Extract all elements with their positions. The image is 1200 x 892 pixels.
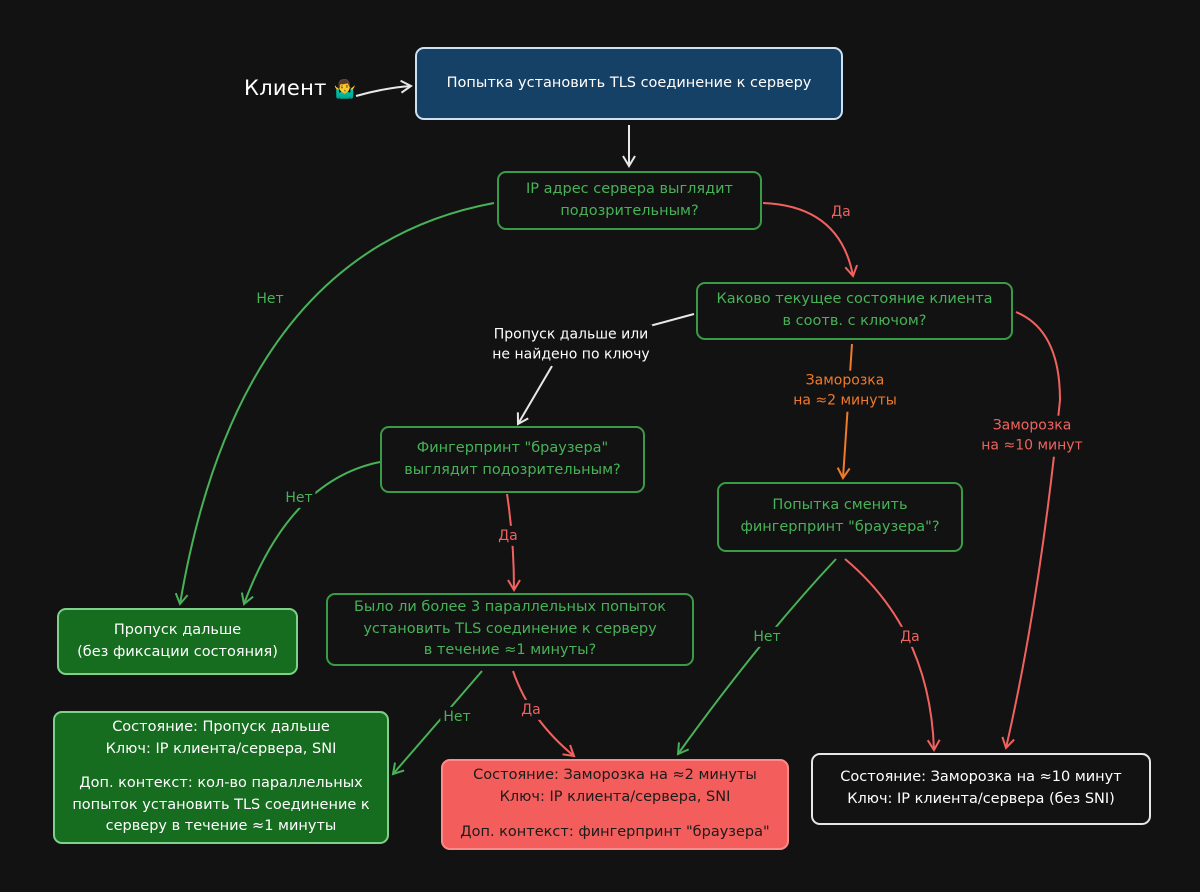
arrow-state-freeze-10 <box>1001 311 1062 750</box>
state-freeze-10-node: Состояние: Заморозка на ≈10 минут Ключ: … <box>811 753 1151 825</box>
state-freeze-2-node: Состояние: Заморозка на ≈2 минуты Ключ: … <box>441 759 789 850</box>
label-ip-no: Нет <box>253 288 287 310</box>
client-text: Клиент <box>244 76 327 100</box>
label-fp-no: Нет <box>282 487 316 509</box>
arrow-ip-no <box>174 202 495 606</box>
label-freeze-10: Заморозка на ≈10 минут <box>978 415 1086 457</box>
label-freeze-2: Заморозка на ≈2 минуты <box>790 370 900 412</box>
arrow-parallel-no <box>391 670 483 776</box>
shrug-icon: 🤷‍♂️ <box>333 79 357 100</box>
arrow-fingerprint-no <box>240 461 381 606</box>
arrow-client-to-start <box>355 79 413 97</box>
start-node: Попытка установить TLS соединение к серв… <box>415 47 843 120</box>
label-pass-or-not-found: Пропуск дальше или не найдено по ключу <box>489 324 653 366</box>
parallel-check-node: Было ли более 3 параллельных попыток уст… <box>326 593 694 666</box>
label-change-no: Нет <box>750 626 784 648</box>
arrow-change-no <box>676 558 837 756</box>
client-state-node: Каково текущее состояние клиента в соотв… <box>696 282 1013 340</box>
fingerprint-change-node: Попытка сменить фингерпринт "браузера"? <box>717 482 963 552</box>
label-parallel-no: Нет <box>440 706 474 728</box>
fingerprint-check-node: Фингерпринт "браузера" выглядит подозрит… <box>380 426 645 493</box>
client-label: Клиент 🤷‍♂️ <box>244 76 356 100</box>
state-pass-node: Состояние: Пропуск дальше Ключ: IP клиен… <box>53 711 389 844</box>
pass-no-state-node: Пропуск дальше (без фиксации состояния) <box>57 608 298 675</box>
arrow-ip-yes <box>762 202 859 278</box>
arrow-change-yes <box>844 558 941 752</box>
label-ip-yes: Да <box>828 201 854 223</box>
label-fp-yes: Да <box>495 525 521 547</box>
ip-check-node: IP адрес сервера выглядит подозрительным… <box>497 171 762 230</box>
label-parallel-yes: Да <box>518 699 544 721</box>
label-change-yes: Да <box>897 626 923 648</box>
